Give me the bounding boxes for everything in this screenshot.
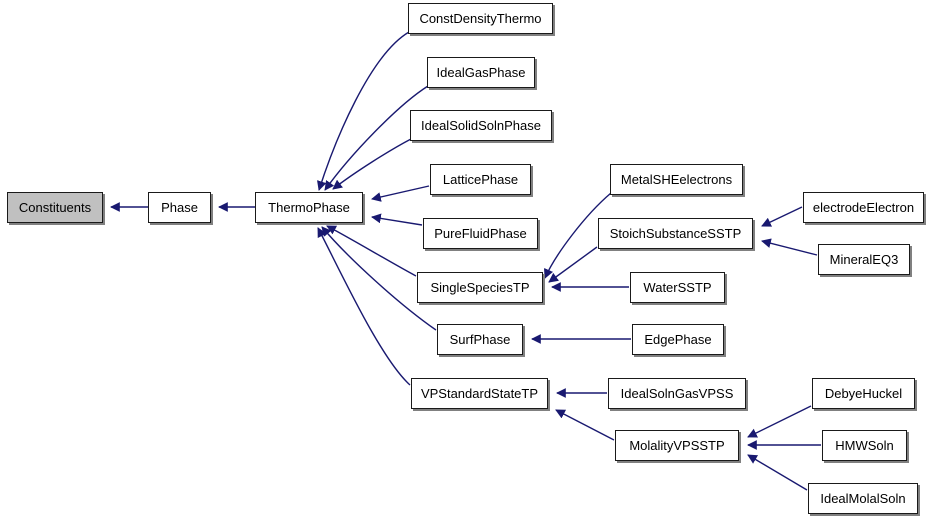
- class-node-label: HMWSoln: [835, 438, 894, 453]
- class-node-thermophase[interactable]: ThermoPhase: [255, 192, 363, 223]
- class-node-surfphase[interactable]: SurfPhase: [437, 324, 523, 355]
- inheritance-edge-singlespeciestp-to-thermophase: [326, 225, 417, 277]
- class-node-idealmolalsoln[interactable]: IdealMolalSoln: [808, 483, 918, 514]
- class-node-stoichsubstancesstp[interactable]: StoichSubstanceSSTP: [598, 218, 753, 249]
- class-node-label: MineralEQ3: [829, 252, 899, 267]
- class-node-label: VPStandardStateTP: [420, 386, 539, 401]
- class-node-label: IdealGasPhase: [436, 65, 526, 80]
- class-node-label: WaterSSTP: [643, 280, 712, 295]
- class-node-label: MolalityVPSSTP: [629, 438, 725, 453]
- inheritance-edge-mineraleq3-to-stoichsubstancesstp: [761, 238, 818, 256]
- inheritance-edge-electrodeelectron-to-stoichsubstancesstp: [761, 206, 803, 227]
- inheritance-edge-stoichsubstancesstp-to-singlespeciestp: [548, 246, 598, 283]
- class-node-constdensitythermo[interactable]: ConstDensityThermo: [408, 3, 553, 34]
- class-node-label: IdealSolidSolnPhase: [421, 118, 541, 133]
- class-node-label: electrodeElectron: [812, 200, 915, 215]
- class-node-constituents[interactable]: Constituents: [7, 192, 103, 223]
- inheritance-edge-debyehuckel-to-molalityvpsstp: [747, 405, 812, 438]
- inheritance-edge-constdensitythermo-to-thermophase: [317, 31, 410, 191]
- class-node-label: SurfPhase: [449, 332, 511, 347]
- inheritance-edge-vpstandardstatetp-to-thermophase: [317, 227, 411, 386]
- class-node-purefluidphase[interactable]: PureFluidPhase: [423, 218, 538, 249]
- class-node-label: ThermoPhase: [268, 200, 350, 215]
- inheritance-edge-latticephase-to-thermophase: [371, 185, 430, 202]
- class-node-edgephase[interactable]: EdgePhase: [632, 324, 724, 355]
- class-node-label: PureFluidPhase: [434, 226, 527, 241]
- class-node-metalsheelectrons[interactable]: MetalSHEelectrons: [610, 164, 743, 195]
- class-node-watersstp[interactable]: WaterSSTP: [630, 272, 725, 303]
- class-node-label: LatticePhase: [442, 172, 519, 187]
- class-node-label: Constituents: [18, 200, 92, 215]
- class-node-phase[interactable]: Phase: [148, 192, 211, 223]
- class-node-label: IdealSolnGasVPSS: [620, 386, 734, 401]
- class-node-molalityvpsstp[interactable]: MolalityVPSSTP: [615, 430, 739, 461]
- inheritance-edge-idealsolidsolnphase-to-thermophase: [332, 138, 412, 190]
- class-node-latticephase[interactable]: LatticePhase: [430, 164, 531, 195]
- class-node-singlespeciestp[interactable]: SingleSpeciesTP: [417, 272, 543, 303]
- inheritance-edge-idealmolalsoln-to-molalityvpsstp: [747, 454, 808, 491]
- inheritance-edge-purefluidphase-to-thermophase: [371, 213, 423, 226]
- inheritance-edge-molalityvpsstp-to-vpstandardstatetp: [555, 409, 615, 441]
- class-node-label: DebyeHuckel: [824, 386, 903, 401]
- class-node-idealsolngasvpss[interactable]: IdealSolnGasVPSS: [608, 378, 746, 409]
- class-node-label: MetalSHEelectrons: [620, 172, 733, 187]
- class-node-label: StoichSubstanceSSTP: [609, 226, 742, 241]
- class-node-vpstandardstatetp[interactable]: VPStandardStateTP: [411, 378, 548, 409]
- class-node-label: SingleSpeciesTP: [430, 280, 530, 295]
- class-node-electrodeelectron[interactable]: electrodeElectron: [803, 192, 924, 223]
- class-node-mineraleq3[interactable]: MineralEQ3: [818, 244, 910, 275]
- class-node-idealgasphase[interactable]: IdealGasPhase: [427, 57, 535, 88]
- class-node-label: Phase: [161, 200, 198, 215]
- class-node-hmwsoln[interactable]: HMWSoln: [822, 430, 907, 461]
- class-node-label: ConstDensityThermo: [419, 11, 542, 26]
- class-node-label: IdealMolalSoln: [820, 491, 906, 506]
- class-node-idealsolidsolnphase[interactable]: IdealSolidSolnPhase: [410, 110, 552, 141]
- class-node-label: EdgePhase: [644, 332, 712, 347]
- class-node-debyehuckel[interactable]: DebyeHuckel: [812, 378, 915, 409]
